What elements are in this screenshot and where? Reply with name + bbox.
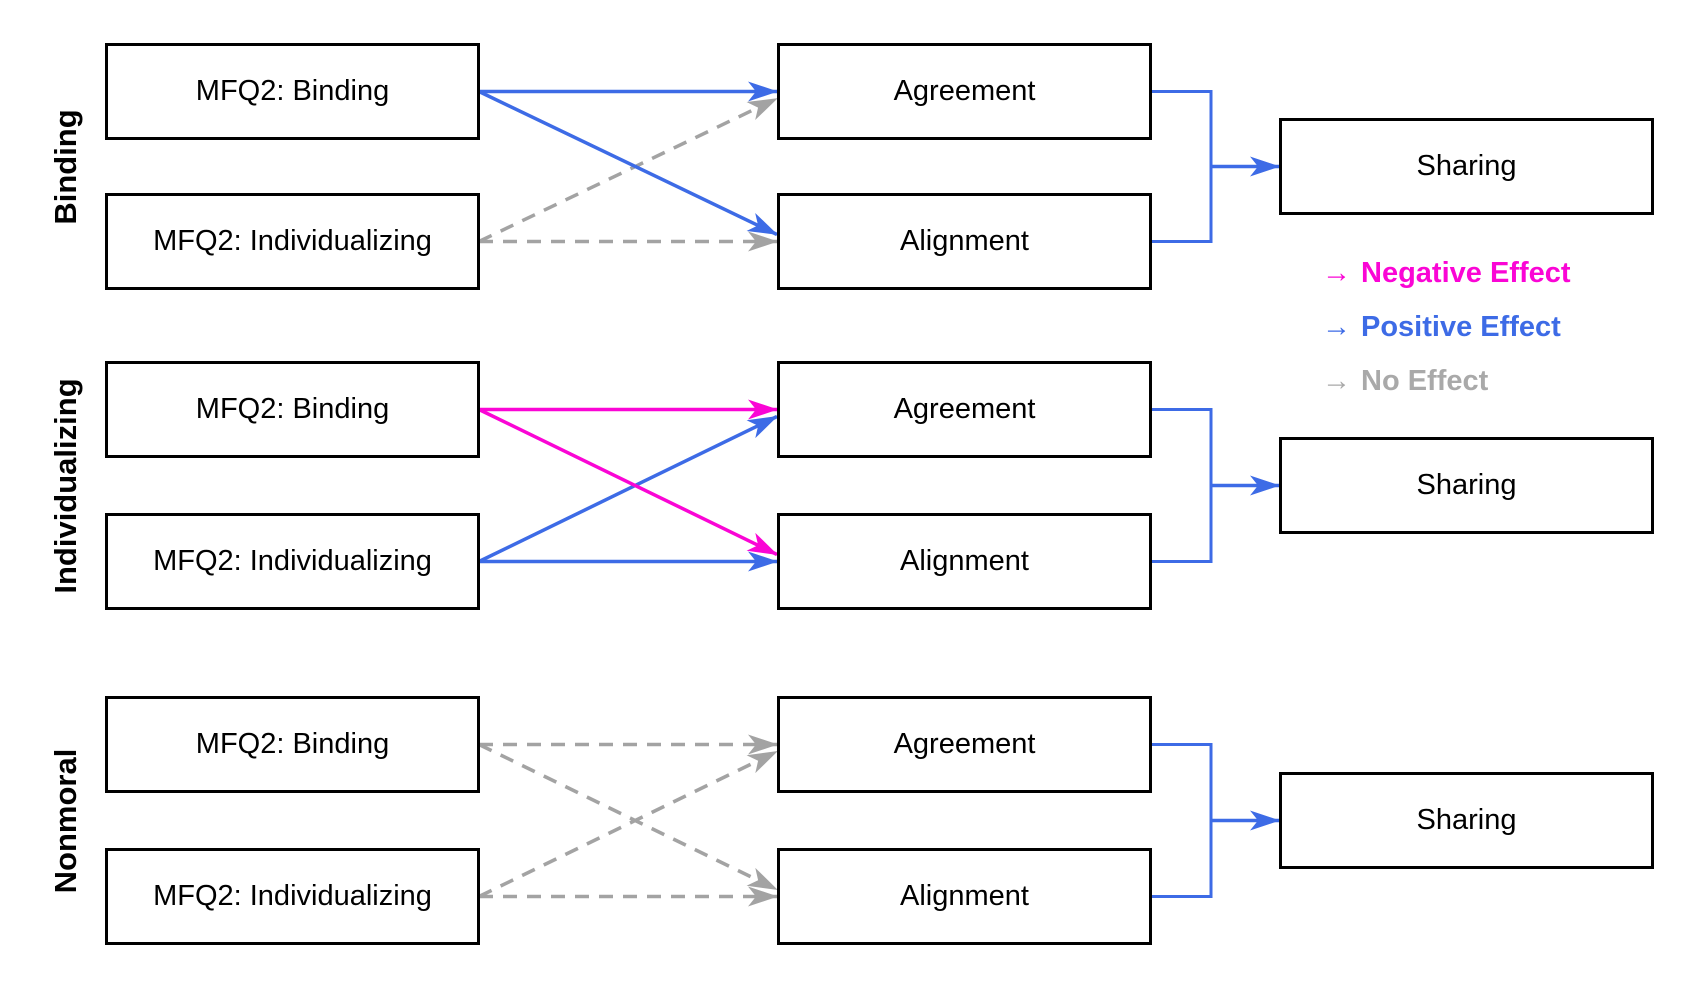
edge-nonmoral-1-0-none [478, 749, 778, 899]
outcome-box-binding: Sharing [1279, 118, 1654, 215]
panel-title-individualizing: Individualizing [48, 377, 83, 594]
collector-individualizing [1152, 408, 1213, 563]
mediator-box-binding-1: Alignment [777, 193, 1152, 290]
outcome-box-individualizing-label: Sharing [1416, 469, 1517, 501]
panel-title-nonmoral: Nonmoral [48, 748, 83, 893]
mediator-box-individualizing-1-label: Alignment [900, 545, 1029, 577]
outcome-box-binding-label: Sharing [1416, 150, 1517, 182]
mediator-box-binding-0-label: Agreement [893, 75, 1036, 107]
panel-title-binding: Binding [48, 108, 83, 225]
source-box-individualizing-0: MFQ2: Binding [105, 361, 480, 458]
source-box-individualizing-1-label: MFQ2: Individualizing [153, 545, 432, 577]
mediator-box-individualizing-0: Agreement [777, 361, 1152, 458]
legend-label-none: No Effect [1361, 365, 1489, 397]
legend-item-negative: → Negative Effect [1322, 253, 1571, 293]
legend-label-positive: Positive Effect [1361, 311, 1561, 343]
source-box-binding-1-label: MFQ2: Individualizing [153, 225, 432, 257]
source-box-nonmoral-0: MFQ2: Binding [105, 696, 480, 793]
mediator-box-nonmoral-1: Alignment [777, 848, 1152, 945]
legend-label-negative: Negative Effect [1361, 257, 1571, 289]
source-box-binding-0: MFQ2: Binding [105, 43, 480, 140]
outcome-box-nonmoral-label: Sharing [1416, 804, 1517, 836]
source-box-binding-1: MFQ2: Individualizing [105, 193, 480, 290]
mediator-box-nonmoral-0-label: Agreement [893, 728, 1036, 760]
edge-binding-1-0-none [478, 96, 778, 244]
mediator-box-individualizing-0-label: Agreement [893, 393, 1036, 425]
source-box-nonmoral-0-label: MFQ2: Binding [195, 728, 390, 760]
mediator-box-nonmoral-1-label: Alignment [900, 880, 1029, 912]
mediator-box-binding-0: Agreement [777, 43, 1152, 140]
outcome-box-individualizing: Sharing [1279, 437, 1654, 534]
legend-item-none: → No Effect [1322, 361, 1488, 401]
source-box-nonmoral-1: MFQ2: Individualizing [105, 848, 480, 945]
legend-item-positive: → Positive Effect [1322, 307, 1561, 347]
mediator-box-binding-1-label: Alignment [900, 225, 1029, 257]
source-box-binding-0-label: MFQ2: Binding [195, 75, 390, 107]
edge-individualizing-0-1-negative [478, 407, 778, 557]
mediator-box-nonmoral-0: Agreement [777, 696, 1152, 793]
edge-nonmoral-0-1-none [478, 742, 778, 892]
collector-binding [1152, 90, 1213, 243]
legend-arrow-none-icon: → [1322, 365, 1351, 397]
legend-arrow-negative-icon: → [1322, 257, 1351, 289]
edge-binding-0-1-positive [478, 89, 778, 237]
outcome-box-nonmoral: Sharing [1279, 772, 1654, 869]
collector-nonmoral [1152, 743, 1213, 898]
source-box-nonmoral-1-label: MFQ2: Individualizing [153, 880, 432, 912]
source-box-individualizing-1: MFQ2: Individualizing [105, 513, 480, 610]
edge-individualizing-1-0-positive [478, 414, 778, 564]
mediator-box-individualizing-1: Alignment [777, 513, 1152, 610]
source-box-individualizing-0-label: MFQ2: Binding [195, 393, 390, 425]
legend-arrow-positive-icon: → [1322, 311, 1351, 343]
